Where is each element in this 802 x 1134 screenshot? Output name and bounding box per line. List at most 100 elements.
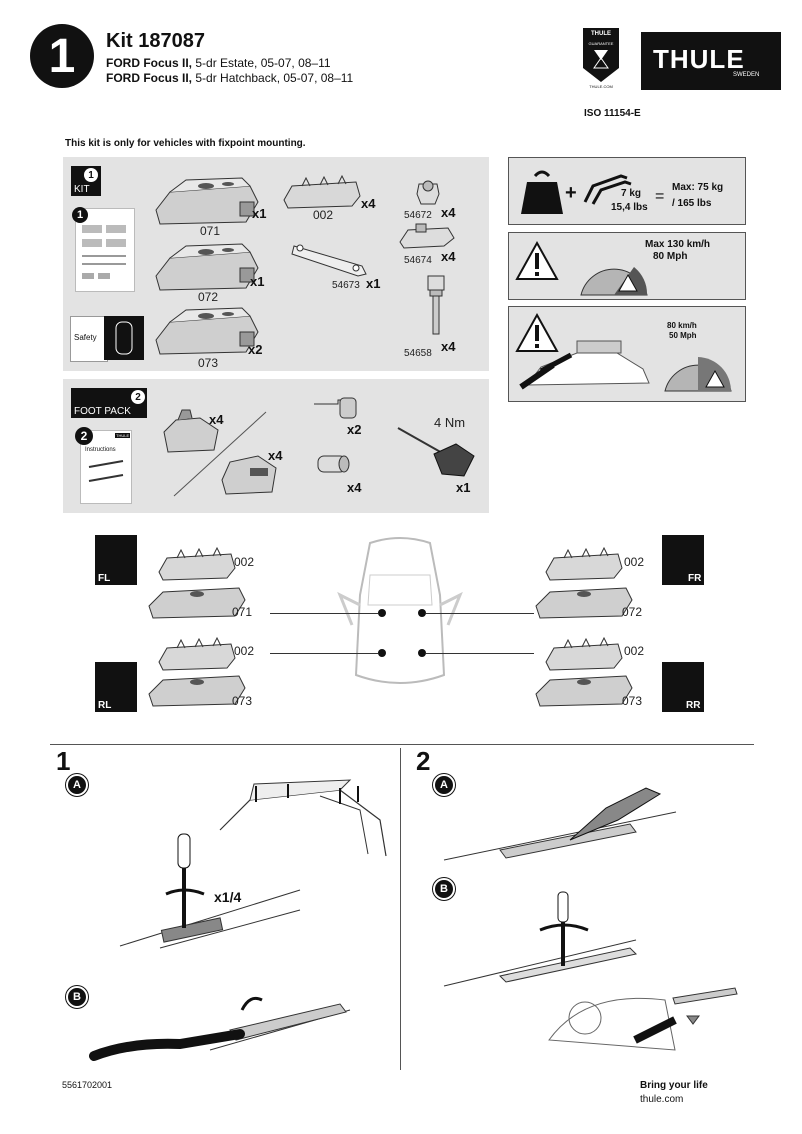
bolt-54658-drawing: [427, 275, 445, 335]
kit-title: Kit 187087: [106, 30, 205, 52]
fixpoint-notice: This kit is only for vehicles with fixpo…: [65, 138, 306, 149]
torque-label: 4 Nm: [434, 415, 466, 430]
load-weight-lbs: 15,4 lbs: [611, 202, 648, 213]
foot-073-drawing: [155, 307, 259, 355]
fl-bottom-code: 071: [232, 605, 253, 619]
vehicle-line-2-rest: 5-dr Hatchback, 05-07, 08–11: [192, 71, 354, 85]
max-speed: Max 130 km/h: [645, 239, 711, 250]
step1a-car-roof-drawing: [219, 779, 387, 857]
booklet-lines-icon: [82, 225, 126, 279]
step-badge: 1: [30, 24, 94, 88]
rr-foot-drawing: [535, 675, 633, 707]
guarantee-badge-url: THULE.COM: [589, 84, 613, 89]
speedometer-icon: [580, 267, 648, 296]
max-load-lbs: / 165 lbs: [672, 198, 712, 209]
qty-072: x1: [250, 274, 265, 289]
speedometer-icon-2: [664, 357, 732, 392]
speed2-kmh: 80 km/h: [667, 321, 697, 330]
pad-002-drawing: [283, 174, 361, 209]
kit-badge-num: 1: [84, 168, 98, 182]
foot-pack-badge-num: 2: [131, 390, 145, 404]
qty-54672: x4: [441, 205, 456, 220]
step1-a-badge: A: [66, 774, 88, 796]
qty-071: x1: [252, 206, 267, 221]
foot-unit-2-drawing: [221, 455, 277, 495]
corner-tag-rr: RR: [686, 700, 701, 711]
kit-booklet-num: 1: [72, 207, 88, 223]
weight-icon: [521, 170, 563, 214]
foot-pack-badge-label: FOOT PACK: [74, 406, 131, 417]
qty-key: x2: [347, 422, 362, 437]
kit-badge-label: KIT: [74, 184, 90, 195]
rr-pad-drawing: [545, 636, 623, 671]
thule-logo-text: THULE: [653, 44, 745, 74]
mount-point-fl: [378, 609, 386, 617]
plus-sign: +: [565, 182, 577, 204]
safety-sheet: Safety: [70, 316, 108, 362]
foot-unit-1-drawing: [163, 409, 219, 453]
steps-top-rule: [50, 744, 754, 745]
step2-number: 2: [416, 746, 431, 776]
step1a-screwdriver-drawing: [119, 833, 301, 949]
guarantee-badge-mid: GUARANTEE: [588, 41, 614, 46]
step2a-knife-drawing: [443, 787, 677, 861]
rl-bottom-code: 073: [232, 694, 253, 708]
fr-bottom-code: 072: [622, 605, 643, 619]
leader-line-fl: [270, 613, 378, 614]
key-icon: [314, 397, 357, 419]
code-002: 002: [313, 208, 334, 222]
step1-turn-label: x1/4: [214, 889, 242, 905]
foot-pack-booklet-brand: THULE: [115, 433, 131, 438]
fl-pad-drawing: [158, 546, 236, 581]
step2-a-badge: A: [433, 774, 455, 796]
step2b-interior-drawing: [548, 987, 738, 1051]
foot-071-drawing: [155, 177, 259, 225]
thule-logo-sub: SWEDEN: [733, 72, 760, 78]
divider-diagonal: [173, 411, 267, 497]
fl-top-code: 002: [234, 555, 255, 569]
thule-logo: THULE SWEDEN: [641, 32, 781, 90]
doc-number: 5561702001: [62, 1080, 113, 1090]
fl-foot-drawing: [148, 587, 246, 619]
qty-foot-2: x4: [268, 448, 283, 463]
qty-foot-1: x4: [209, 412, 224, 427]
step1-b-badge: B: [66, 986, 88, 1008]
max-load: Max: 75 kg: [672, 182, 724, 193]
rl-top-code: 002: [234, 644, 255, 658]
kit-booklet: 1: [72, 207, 135, 292]
equals-sign: =: [655, 188, 665, 205]
code-54672: 54672: [404, 210, 432, 221]
clamp-54674-drawing: [399, 223, 455, 249]
rl-pad-drawing: [158, 636, 236, 671]
footer-url: thule.com: [640, 1094, 684, 1105]
speed-panel: Max 130 km/h 80 Mph: [508, 232, 746, 300]
mount-point-rl: [378, 649, 386, 657]
car-top-outline: [337, 537, 463, 684]
car-top-icon: [115, 321, 133, 355]
code-54673: 54673: [332, 280, 360, 291]
rl-foot-drawing: [148, 675, 246, 707]
corner-card-fl: FL: [95, 535, 137, 585]
foot-pack-booklet-title: Instructions: [85, 447, 116, 453]
mount-point-rr: [418, 649, 426, 657]
booklet-bars-icon: [88, 460, 124, 482]
corner-tag-fl: FL: [98, 573, 111, 584]
torque-tool-icon: [397, 427, 475, 477]
leader-line-rr: [426, 653, 534, 654]
vehicle-line-2: FORD Focus II, 5-dr Hatchback, 05-07, 08…: [106, 71, 353, 85]
warning-triangle-icon-2: [515, 312, 559, 352]
leader-line-fr: [426, 613, 534, 614]
guarantee-badge-top: THULE: [591, 31, 611, 37]
qty-lock: x4: [347, 480, 362, 495]
guarantee-shield-icon: [583, 28, 619, 82]
code-073: 073: [198, 356, 219, 370]
roof-bars-icon: [583, 174, 632, 205]
warning-triangle-icon: [515, 240, 559, 280]
car-speed-panel: 80 km/h 50 Mph: [508, 306, 746, 402]
corner-tag-rl: RL: [98, 700, 112, 711]
corner-card-fr: FR: [662, 535, 704, 585]
fr-foot-drawing: [535, 587, 633, 619]
nut-54672-drawing: [416, 180, 440, 205]
qty-073: x2: [248, 342, 263, 357]
safety-car-card: [104, 316, 144, 360]
